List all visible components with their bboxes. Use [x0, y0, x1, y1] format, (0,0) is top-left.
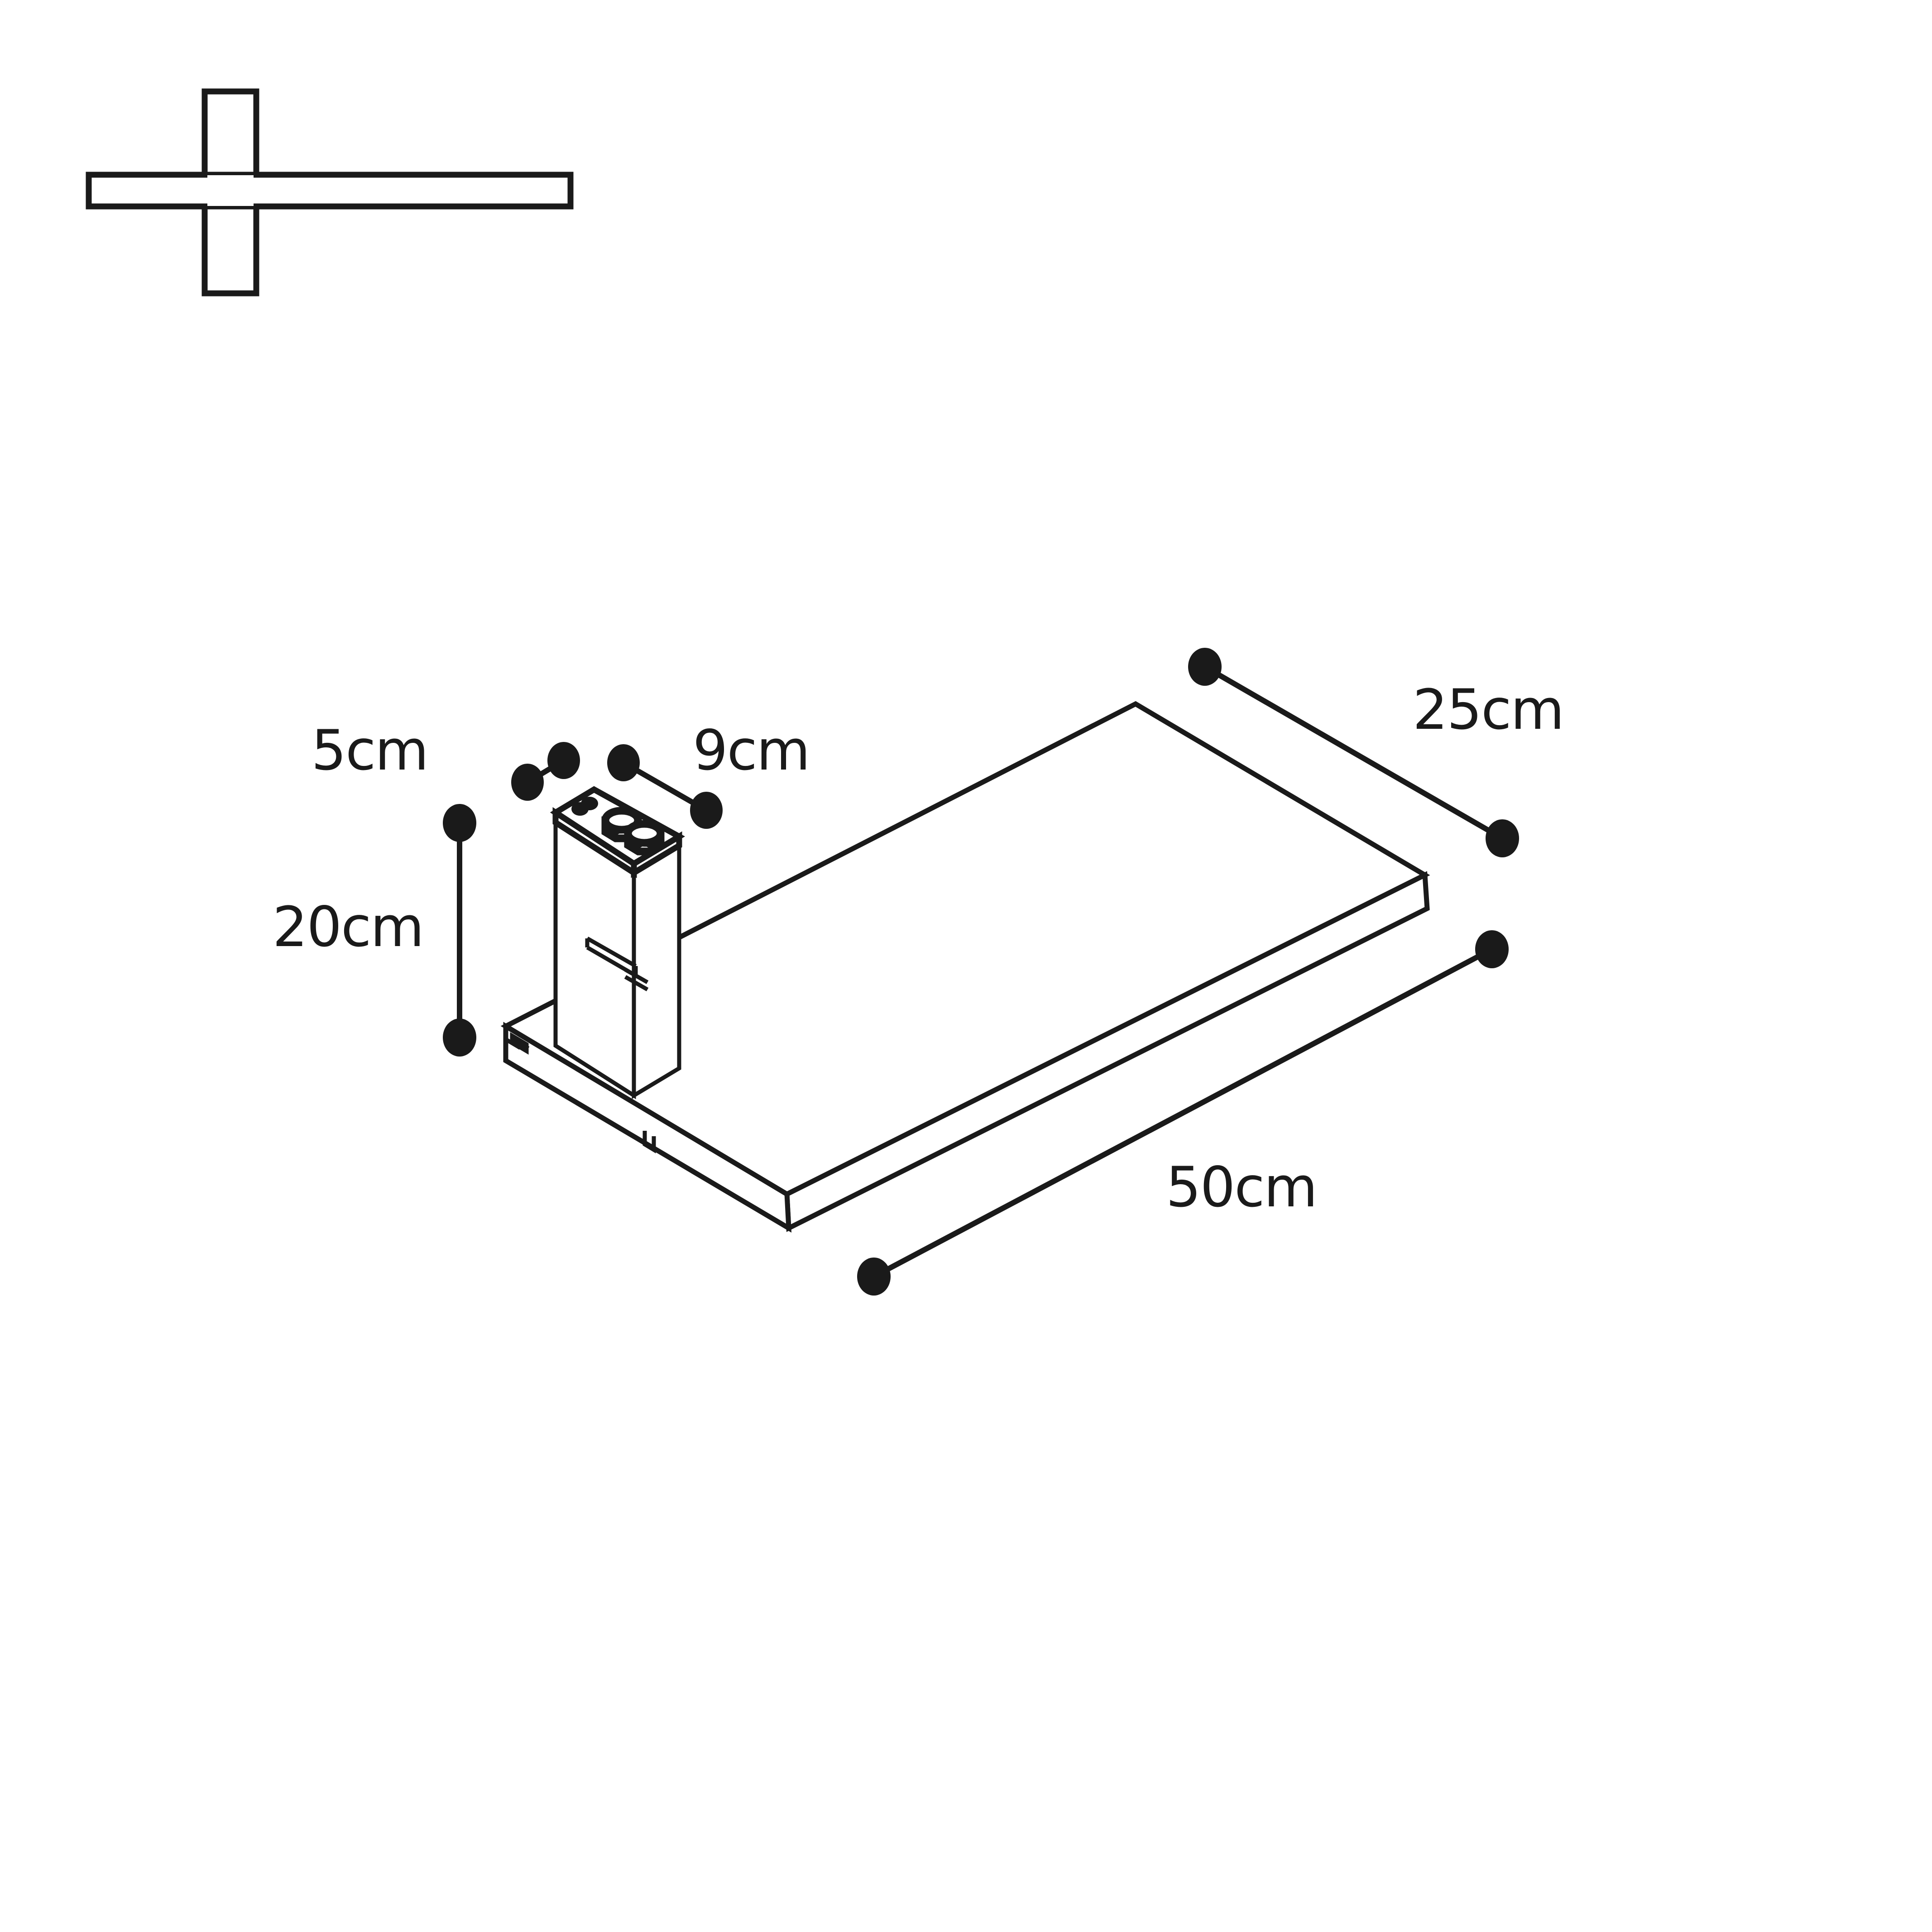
- dimension-9cm-label: 9cm: [693, 718, 810, 783]
- dimension-20cm-dot-bottom: [443, 1019, 476, 1057]
- dimension-50cm-line: [873, 947, 1493, 1279]
- post-part: [550, 786, 686, 1100]
- dimension-5cm-label: 5cm: [311, 718, 428, 783]
- dimension-50cm: 50cm: [857, 930, 1509, 1296]
- dimension-25cm-label: 25cm: [1413, 678, 1563, 742]
- post-right-face: [632, 833, 681, 1099]
- post-hex-bolt-2: [624, 820, 665, 856]
- dimension-50cm-dot-end: [1475, 930, 1509, 968]
- dimension-9cm-dot-start: [607, 744, 640, 781]
- dimension-5cm-dot-end: [547, 742, 580, 779]
- dimension-9cm-dot-end: [690, 792, 723, 829]
- dimension-20cm-label: 20cm: [273, 895, 423, 959]
- crosshair-registration-mark: [86, 88, 574, 296]
- dimension-20cm: 20cm: [273, 804, 476, 1057]
- dimension-5cm: 5cm: [311, 718, 580, 801]
- dimension-25cm-dot-start: [1188, 648, 1222, 686]
- board-edge-slot: [510, 1032, 530, 1055]
- dimension-50cm-dot-start: [857, 1258, 891, 1296]
- dimension-9cm: 9cm: [607, 718, 810, 829]
- dimension-25cm-dot-end: [1486, 819, 1519, 857]
- board-left-corner-bevel: [504, 1038, 522, 1050]
- dimension-50cm-label: 50cm: [1166, 1155, 1317, 1219]
- dimension-20cm-dot-top: [443, 804, 476, 842]
- board-front-notch: [642, 1131, 656, 1153]
- board-part: [500, 701, 1430, 1233]
- crosshair-horizontal-bar: [86, 172, 574, 210]
- board-left-end-face: [503, 1022, 792, 1233]
- dimension-25cm-line: [1203, 664, 1504, 841]
- dimension-5cm-dot-start: [511, 764, 544, 801]
- dimension-25cm: 25cm: [1188, 648, 1564, 857]
- post-pilot-hole-2: [581, 797, 598, 810]
